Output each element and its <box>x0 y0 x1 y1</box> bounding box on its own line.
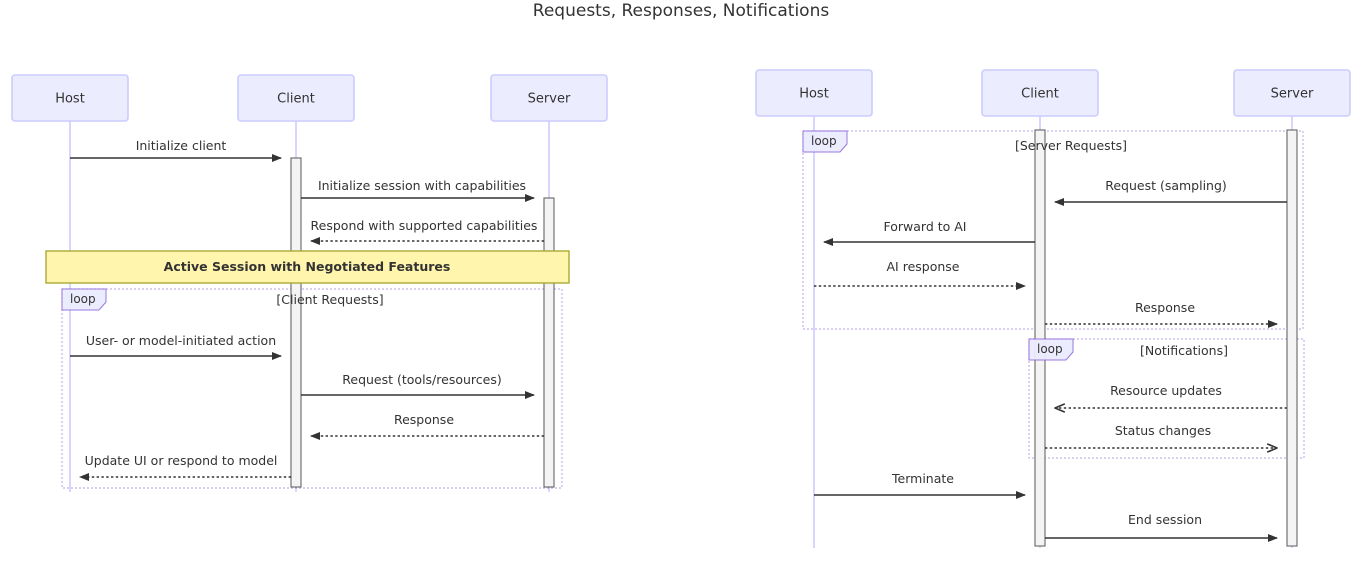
actor-host-label: Host <box>55 92 85 107</box>
message-label: End session <box>1128 512 1202 527</box>
loop-title: [Client Requests] <box>276 292 383 307</box>
message-end-session: End session <box>1045 512 1278 542</box>
message-label: Response <box>1135 300 1195 315</box>
actor-client[interactable]: Client <box>981 69 1099 117</box>
message-label: Initialize session with capabilities <box>318 178 526 193</box>
loop-tab-server-requests: loop [Server Requests] <box>802 130 1127 153</box>
loop-title: [Server Requests] <box>1015 138 1127 153</box>
note-active-session: Active Session with Negotiated Features <box>45 250 570 284</box>
message-response: Response <box>1045 300 1278 328</box>
loop-box-client-requests <box>61 288 563 489</box>
message-response: Response <box>310 412 544 440</box>
message-label: Resource updates <box>1110 383 1222 398</box>
actor-client-label: Client <box>1021 87 1059 102</box>
message-request-tools-resources: Request (tools/resources) <box>301 372 535 399</box>
actor-client[interactable]: Client <box>237 74 355 122</box>
message-label: Status changes <box>1115 423 1211 438</box>
message-resource-updates: Resource updates <box>1055 383 1287 408</box>
right-diagram: Host Client Server loop [Server Requests… <box>755 69 1351 548</box>
message-initialize-session: Initialize session with capabilities <box>301 178 535 202</box>
activation-server <box>543 197 555 488</box>
message-label: Terminate <box>891 471 954 486</box>
loop-keyword: loop <box>70 292 96 306</box>
message-status-changes: Status changes <box>1045 423 1277 448</box>
loop-title: [Notifications] <box>1140 343 1228 358</box>
loop-box-notifications <box>1028 338 1305 459</box>
actor-server-label: Server <box>528 92 571 107</box>
left-diagram: Host Client Server Initialize client Ini… <box>11 74 608 492</box>
actor-server[interactable]: Server <box>490 74 608 122</box>
message-initialize-client: Initialize client <box>70 138 282 162</box>
message-update-ui: Update UI or respond to model <box>79 453 291 481</box>
message-label: Respond with supported capabilities <box>311 218 538 233</box>
activation-client <box>290 157 302 488</box>
page-title: Requests, Responses, Notifications <box>533 1 830 21</box>
message-label: AI response <box>887 259 960 274</box>
message-label: Update UI or respond to model <box>85 453 278 468</box>
actor-client-label: Client <box>277 92 315 107</box>
message-terminate: Terminate <box>814 471 1026 499</box>
message-label: User- or model-initiated action <box>86 333 276 348</box>
message-respond-capabilities: Respond with supported capabilities <box>310 218 544 245</box>
message-label: Request (sampling) <box>1105 178 1227 193</box>
loop-keyword: loop <box>811 134 837 148</box>
message-label: Response <box>394 412 454 427</box>
message-label: Forward to AI <box>883 219 966 234</box>
activation-client <box>1034 129 1046 547</box>
note-label: Active Session with Negotiated Features <box>164 259 451 274</box>
actor-host-label: Host <box>799 87 829 102</box>
message-request-sampling: Request (sampling) <box>1054 178 1287 206</box>
message-label: Initialize client <box>136 138 227 153</box>
activation-server <box>1286 129 1298 547</box>
loop-tab-notifications: loop [Notifications] <box>1028 338 1228 361</box>
message-forward-to-ai: Forward to AI <box>823 219 1035 246</box>
actor-host[interactable]: Host <box>755 69 873 117</box>
loop-keyword: loop <box>1037 342 1063 356</box>
message-ai-response: AI response <box>814 259 1026 290</box>
loop-box-server-requests <box>802 130 1304 330</box>
actor-host[interactable]: Host <box>11 74 129 122</box>
message-label: Request (tools/resources) <box>342 372 501 387</box>
actor-server-label: Server <box>1271 87 1314 102</box>
message-user-initiated-action: User- or model-initiated action <box>70 333 282 360</box>
actor-server[interactable]: Server <box>1233 69 1351 117</box>
loop-tab-client-requests: loop [Client Requests] <box>61 288 384 311</box>
